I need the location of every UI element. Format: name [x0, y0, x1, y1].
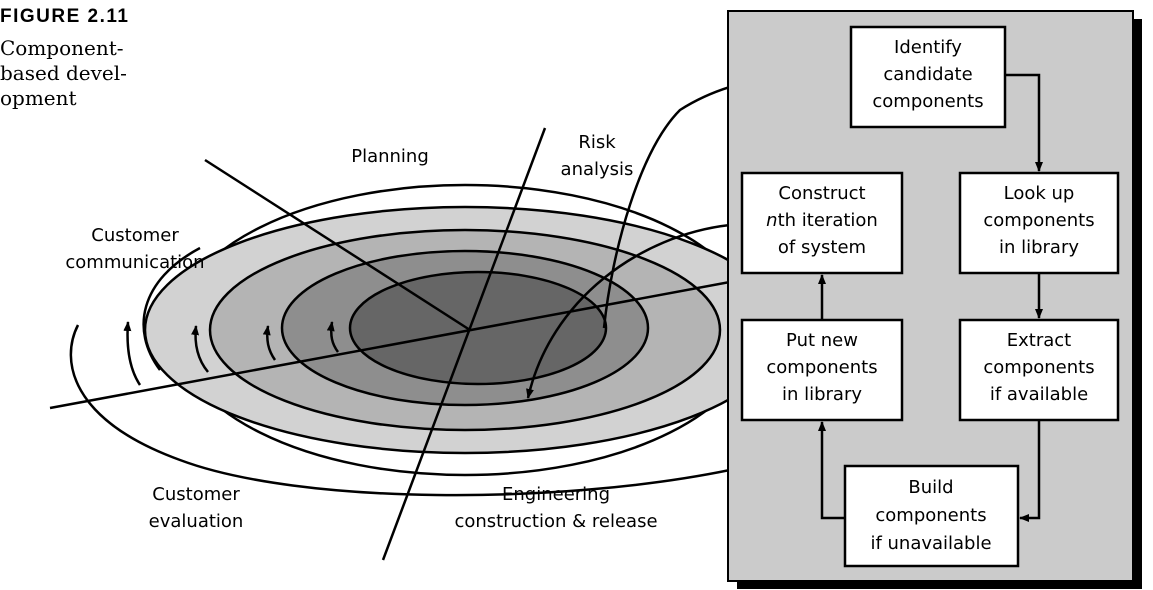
box-build — [843, 464, 1020, 568]
axis-line-horizontal — [49, 280, 730, 410]
box-extract-line-1: Extract — [1007, 330, 1071, 351]
box-construct-line-3: of system — [778, 237, 866, 258]
axis-line-diagonal — [204, 158, 471, 332]
progress-arrow-2 — [191, 325, 209, 373]
progress-arrow-1 — [123, 321, 142, 386]
box-lookup-line-1: Look up — [1004, 183, 1075, 204]
spiral-model — [49, 85, 730, 561]
flow-arrow-build-to-put-new — [818, 421, 845, 520]
box-put-new — [740, 318, 904, 422]
label-customer-communication-line-2: communication — [65, 252, 204, 273]
figure-caption-line-2: based devel- — [0, 61, 127, 85]
flow-arrow-extract-to-build — [1019, 420, 1041, 522]
spiral-arc-outer-left — [69, 324, 730, 497]
box-put-new-line-2: components — [766, 357, 877, 378]
label-customer-evaluation-line-1: Customer — [152, 484, 240, 505]
box-extract-line-3: if available — [990, 384, 1088, 405]
label-risk-line-1: Risk — [578, 132, 616, 153]
box-identify — [849, 25, 1007, 129]
progress-arrow-4 — [326, 321, 340, 353]
box-build-line-1: Build — [908, 477, 953, 498]
progress-arrow-3 — [262, 325, 277, 361]
box-build-line-2: components — [875, 505, 986, 526]
arrow-to-identify — [602, 85, 730, 329]
box-put-new-line-1: Put new — [786, 330, 858, 351]
box-lookup-line-3: in library — [999, 237, 1079, 258]
box-build-line-3: if unavailable — [870, 533, 991, 554]
box-construct-line-1: Construct — [778, 183, 865, 204]
box-lookup — [958, 171, 1120, 275]
figure-label: FIGURE 2.11 — [0, 6, 130, 27]
label-engineering-line-2: construction & release — [454, 511, 657, 532]
figure-caption-line-3: opment — [0, 86, 77, 110]
spiral-arc-upper-left — [142, 246, 201, 371]
axis-line-steep — [381, 127, 547, 561]
box-construct-line-2: nth iteration — [766, 210, 878, 231]
box-construct — [740, 171, 904, 275]
flow-arrow-identify-to-lookup — [1005, 73, 1043, 172]
box-extract — [958, 318, 1120, 422]
figure-caption-line-1: Component- — [0, 36, 124, 60]
label-planning: Planning — [351, 146, 429, 167]
label-risk-line-2: analysis — [561, 159, 634, 180]
box-identify-line-2: candidate — [883, 64, 972, 85]
box-put-new-line-3: in library — [782, 384, 862, 405]
box-extract-line-2: components — [983, 357, 1094, 378]
box-identify-line-3: components — [872, 91, 983, 112]
label-customer-communication-line-1: Customer — [91, 225, 179, 246]
label-customer-evaluation-line-2: evaluation — [149, 511, 244, 532]
label-engineering-line-1: Engineering — [502, 484, 610, 505]
box-lookup-line-2: components — [983, 210, 1094, 231]
box-identify-line-1: Identify — [894, 37, 962, 58]
arrow-from-construct — [526, 223, 730, 399]
